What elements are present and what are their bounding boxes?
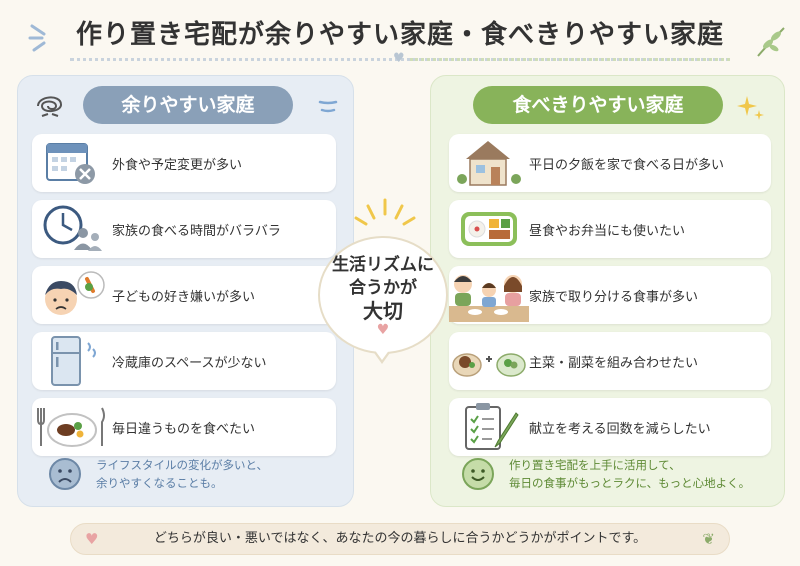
- right-item-label: 平日の夕飯を家で食べる日が多い: [529, 157, 725, 173]
- left-footer-line2: 余りやすくなることも。: [96, 476, 223, 490]
- bento-icon: [449, 200, 529, 258]
- right-panel: 食べきりやすい家庭 平日の夕飯を家で食べる日が多い: [430, 75, 785, 507]
- sparkle-icon: [737, 96, 764, 120]
- left-item-label: 冷蔵庫のスペースが少ない: [112, 355, 267, 371]
- heart-icon: ♥: [376, 322, 390, 338]
- left-item-variety: 毎日違うものを食べたい: [32, 398, 336, 456]
- heart-icon: ♥: [393, 51, 405, 66]
- right-footer-line2: 毎日の食事がもっとラクに、もっと心地よく。: [509, 476, 751, 490]
- right-heading: 食べきりやすい家庭: [473, 86, 723, 124]
- dishes-combine-icon: [449, 332, 529, 390]
- right-item-menu: 献立を考える回数を減らしたい: [449, 398, 771, 456]
- center-line2: 合うかが: [349, 278, 417, 298]
- droplets-icon: [318, 100, 338, 113]
- right-item-family: 家族で取り分ける食事が多い: [449, 266, 771, 324]
- sad-face-icon: [49, 458, 81, 490]
- left-item-label: 外食や予定変更が多い: [112, 157, 243, 173]
- highlight-rays-icon: [354, 198, 416, 226]
- left-footer-line1: ライフスタイルの変化が多いと、: [96, 458, 269, 472]
- bottom-note-text: どちらが良い・悪いではなく、あなたの今の暮らしに合うかどうかがポイントです。: [153, 531, 647, 546]
- left-footer: ライフスタイルの変化が多いと、 余りやすくなることも。: [48, 456, 268, 492]
- bubble-tail-inner: [374, 349, 390, 360]
- right-item-label: 主菜・副菜を組み合わせたい: [529, 355, 699, 371]
- calendar-cancel-icon: [32, 134, 112, 192]
- leaf-icon: ❦: [702, 530, 715, 548]
- refrigerator-icon: [32, 332, 112, 390]
- left-item-label: 子どもの好き嫌いが多い: [112, 289, 256, 305]
- title-divider-right: [410, 58, 730, 62]
- left-heading: 余りやすい家庭: [83, 86, 293, 124]
- smile-face-icon: [462, 458, 494, 490]
- right-footer-line1: 作り置き宅配を上手に活用して、: [509, 458, 681, 472]
- picky-child-icon: [32, 266, 112, 324]
- right-item-dinner: 平日の夕飯を家で食べる日が多い: [449, 134, 771, 192]
- left-panel: 余りやすい家庭 外食や予定変更が多い: [17, 75, 354, 507]
- heart-icon: ♥: [85, 530, 99, 548]
- left-item-fridge: 冷蔵庫のスペースが少ない: [32, 332, 336, 390]
- left-item-time: 家族の食べる時間がバラバラ: [32, 200, 336, 258]
- sparkle-lines-icon: [28, 24, 46, 52]
- family-meal-icon: [449, 266, 529, 324]
- right-item-bento: 昼食やお弁当にも使いたい: [449, 200, 771, 258]
- right-item-combine: 主菜・副菜を組み合わせたい: [449, 332, 771, 390]
- house-icon: [449, 134, 529, 192]
- clock-family-icon: [32, 200, 112, 258]
- right-item-label: 家族で取り分ける食事が多い: [529, 289, 699, 305]
- left-item-schedule: 外食や予定変更が多い: [32, 134, 336, 192]
- center-message-bubble: 生活リズムに 合うかが 大切 ♥: [318, 236, 448, 354]
- title-divider: [70, 58, 730, 62]
- left-item-label: 家族の食べる時間がバラバラ: [112, 223, 281, 239]
- left-item-picky: 子どもの好き嫌いが多い: [32, 266, 336, 324]
- leaf-icon: [757, 27, 785, 57]
- bottom-note: ♥ どちらが良い・悪いではなく、あなたの今の暮らしに合うかどうかがポイントです。…: [70, 523, 730, 555]
- checklist-icon: [449, 398, 529, 456]
- center-line3: 大切: [363, 299, 403, 323]
- page-title: 作り置き宅配が余りやすい家庭・食べきりやすい家庭: [75, 20, 724, 50]
- right-item-label: 昼食やお弁当にも使いたい: [529, 223, 686, 239]
- meal-plate-icon: [32, 398, 112, 456]
- left-item-label: 毎日違うものを食べたい: [112, 421, 256, 437]
- right-item-label: 献立を考える回数を減らしたい: [529, 421, 711, 437]
- right-footer: 作り置き宅配を上手に活用して、 毎日の食事がもっとラクに、もっと心地よく。: [461, 456, 750, 492]
- center-line1: 生活リズムに: [332, 255, 434, 275]
- stress-scribble-icon: [37, 96, 62, 117]
